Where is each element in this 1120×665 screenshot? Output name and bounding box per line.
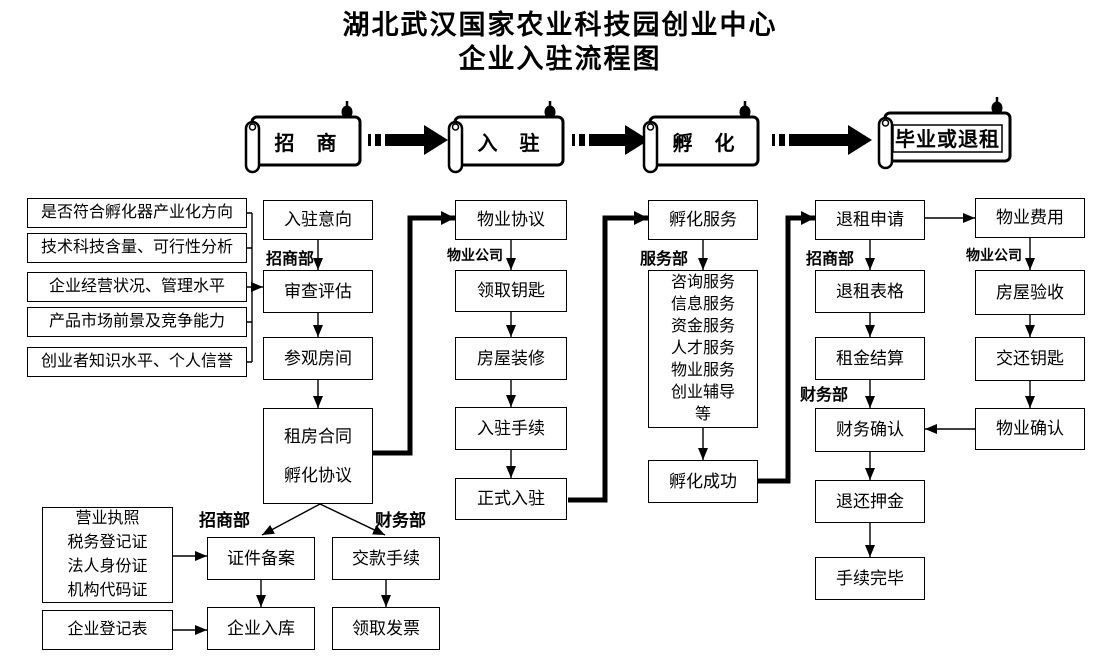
node-house-decoration: 房屋装修 [455,337,567,380]
node-return-keys: 交还钥匙 [975,337,1085,381]
node-property-confirm: 物业确认 [975,408,1085,450]
banner-label-recruit: 招 商 [274,132,338,155]
block-arrow-1 [368,125,448,155]
service-item: 等 [694,406,711,423]
node-deposit-refund: 退还押金 [815,480,925,523]
node-certificate-filing: 证件备案 [207,537,315,580]
service-item: 人才服务 [670,340,735,357]
node-house-inspection: 房屋验收 [975,270,1085,315]
node-service-list: 咨询服务 信息服务 资金服务 人才服务 物业服务 创业辅导 等 [648,270,758,428]
node-rent-settlement: 租金结算 [815,337,925,380]
document-item: 法人身份证 [67,558,148,575]
contract-line-1: 租房合同 [284,427,352,447]
node-entry-procedure: 入驻手续 [455,407,567,450]
document-item: 营业执照 [75,510,140,527]
banner-label-graduate: 毕业或退租 [895,128,1000,151]
dept-label-finance-bottom: 财务部 [375,511,426,530]
block-arrow-3 [772,125,872,155]
criteria-box-market: 产品市场前景及竞争能力 [27,307,247,337]
node-property-fee: 物业费用 [975,198,1085,238]
node-enterprise-entry-db: 企业入库 [207,607,315,650]
node-entry-intent: 入驻意向 [263,200,373,240]
scroll-banner-recruit [244,101,362,174]
banner-label-incubation: 孵 化 [672,132,736,155]
criteria-box-operation: 企业经营状况、管理水平 [27,272,247,302]
dept-label-service-col4: 服务部 [640,251,689,268]
node-procedure-complete: 手续完毕 [815,557,925,600]
node-incubation-success: 孵化成功 [648,460,758,503]
node-get-keys: 领取钥匙 [455,270,567,312]
dept-label-recruit-col5: 招商部 [806,251,855,268]
service-item: 创业辅导 [670,384,735,401]
node-registration-form: 企业登记表 [42,610,173,650]
block-arrow-2 [572,125,649,155]
dept-label-property-col6: 物业公司 [966,249,1022,264]
dept-label-property-col3: 物业公司 [447,249,503,264]
banner-label-entry: 入 驻 [477,132,541,155]
scroll-banner-incubation [642,101,760,174]
node-finance-confirm: 财务确认 [815,408,925,452]
service-item: 信息服务 [670,296,735,313]
criteria-box-technology: 技术科技含量、可行性分析 [27,233,247,263]
node-payment-procedure: 交款手续 [332,537,440,580]
node-get-invoice: 领取发票 [332,607,440,650]
title-line-1: 湖北武汉国家农业科技园创业中心 [342,10,778,40]
scroll-banner-entry [447,101,565,174]
document-item: 税务登记证 [67,534,148,551]
node-property-agreement: 物业协议 [455,200,567,240]
service-item: 物业服务 [670,362,735,379]
dept-label-finance-col5: 财务部 [800,387,849,404]
node-visit-rooms: 参观房间 [263,337,373,380]
contract-line-2: 孵化协议 [284,465,352,485]
page-title: 湖北武汉国家农业科技园创业中心 企业入驻流程图 [0,8,1120,76]
node-review-assess: 审查评估 [263,270,373,313]
node-termination-apply: 退租申请 [815,200,925,240]
node-termination-form: 退租表格 [815,270,925,313]
dept-label-recruit-bottom: 招商部 [199,511,250,530]
node-incubation-service: 孵化服务 [648,200,758,240]
dept-label-recruit-col2: 招商部 [266,251,315,268]
criteria-box-founder: 创业者知识水平、个人信誉 [27,347,247,377]
service-item: 资金服务 [670,318,735,335]
title-line-2: 企业入驻流程图 [458,44,662,74]
criteria-box-direction: 是否符合孵化器产业化方向 [27,198,247,228]
service-item: 咨询服务 [670,274,735,291]
node-document-list: 营业执照 税务登记证 法人身份证 机构代码证 [42,507,173,603]
node-official-entry: 正式入驻 [455,478,567,520]
document-item: 机构代码证 [67,582,148,599]
node-contract: 租房合同 孵化协议 [263,408,373,504]
scroll-banner-graduate [877,97,1012,170]
criteria-bracket-lines [247,212,253,363]
